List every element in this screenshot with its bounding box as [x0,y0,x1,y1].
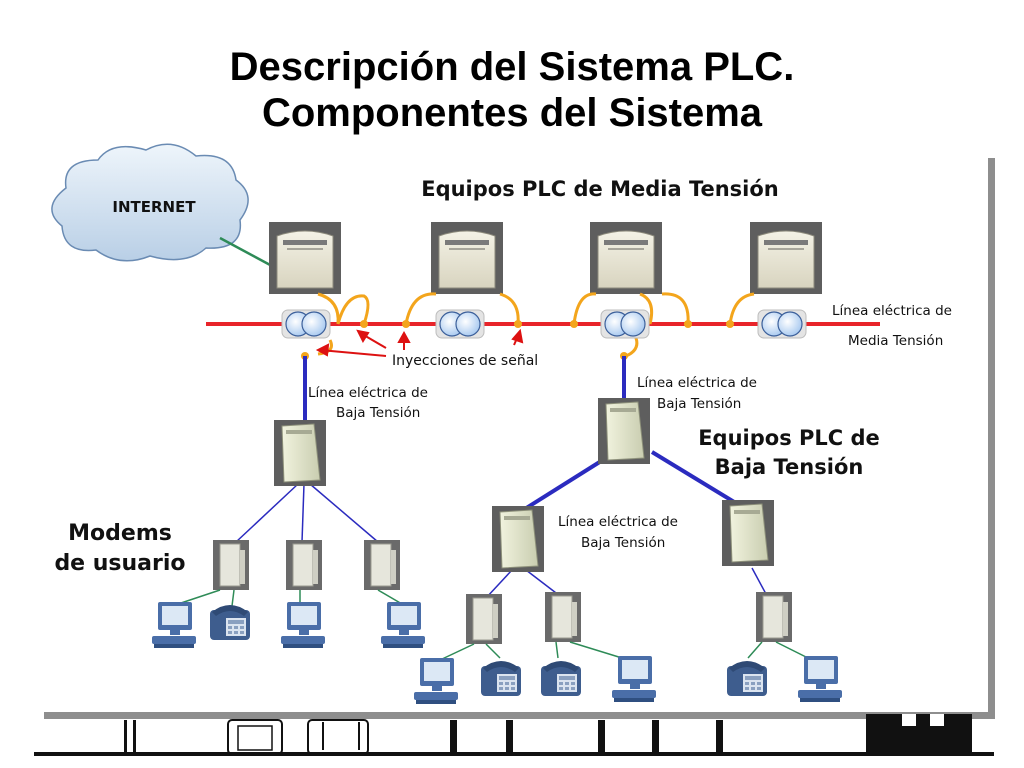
slide-title: Descripción del Sistema PLC. Componentes… [0,44,1024,136]
modem-icon [212,539,250,591]
modem-icon [544,591,582,643]
coupling-links [317,292,755,358]
phone-icon [210,605,250,640]
lv-line-left-label-2: Baja Tensión [336,405,420,421]
lv-line-right-label-1: Línea eléctrica de [637,375,757,391]
lv-power-lines [235,356,767,599]
lv-plc-device-icon [597,397,651,465]
coupler-icon [600,309,650,339]
lv-line-mid-label-1: Línea eléctrica de [558,514,678,530]
internet-label: INTERNET [112,198,196,216]
phone-icon [727,661,767,696]
frame-bottom-border [44,712,995,719]
frame-right-border [988,158,995,714]
title-line-1: Descripción del Sistema PLC. [229,45,795,89]
modem-icon [465,593,503,645]
lv-plc-device-icon [721,499,775,567]
bottom-decoration [34,714,994,756]
mv-plc-device-icon [589,221,663,295]
phone-icon [481,661,521,696]
phone-icon [541,661,581,696]
mv-equipment-heading: Equipos PLC de Media Tensión [421,177,779,201]
modem-icon [755,591,793,643]
computer-icon [414,658,458,704]
computer-icon [798,656,842,702]
modem-icon [363,539,401,591]
injection-arrows [315,328,524,357]
coupler-icon [757,309,807,339]
lv-equipment-heading-2: Baja Tensión [715,455,864,479]
title-line-2: Componentes del Sistema [261,91,763,135]
mv-plc-device-icon [749,221,823,295]
internet-link [219,236,273,268]
computer-icon [381,602,425,648]
lv-line-right-label-2: Baja Tensión [657,396,741,412]
coupler-icon [281,309,331,339]
user-modems-label-2: de usuario [54,551,185,576]
computer-icon [281,602,325,648]
lv-plc-device-icon [491,505,545,573]
mv-line-label-2: Media Tensión [848,333,943,349]
lv-equipment-heading-1: Equipos PLC de [698,426,880,450]
lv-line-mid-label-2: Baja Tensión [581,535,665,551]
internet-cloud-icon: INTERNET [51,143,249,262]
lv-plc-device-icon [273,419,327,487]
computer-icon [152,602,196,648]
injection-label: Inyecciones de señal [392,353,538,369]
mv-plc-device-icon [268,221,342,295]
user-modems-label-1: Modems [68,521,172,546]
lv-line-left-label-1: Línea eléctrica de [308,385,428,401]
terminal-links [177,589,809,661]
mv-line-label-1: Línea eléctrica de [832,303,952,319]
computer-icon [612,656,656,702]
modem-icon [285,539,323,591]
mv-plc-device-icon [430,221,504,295]
coupler-icon [435,309,485,339]
